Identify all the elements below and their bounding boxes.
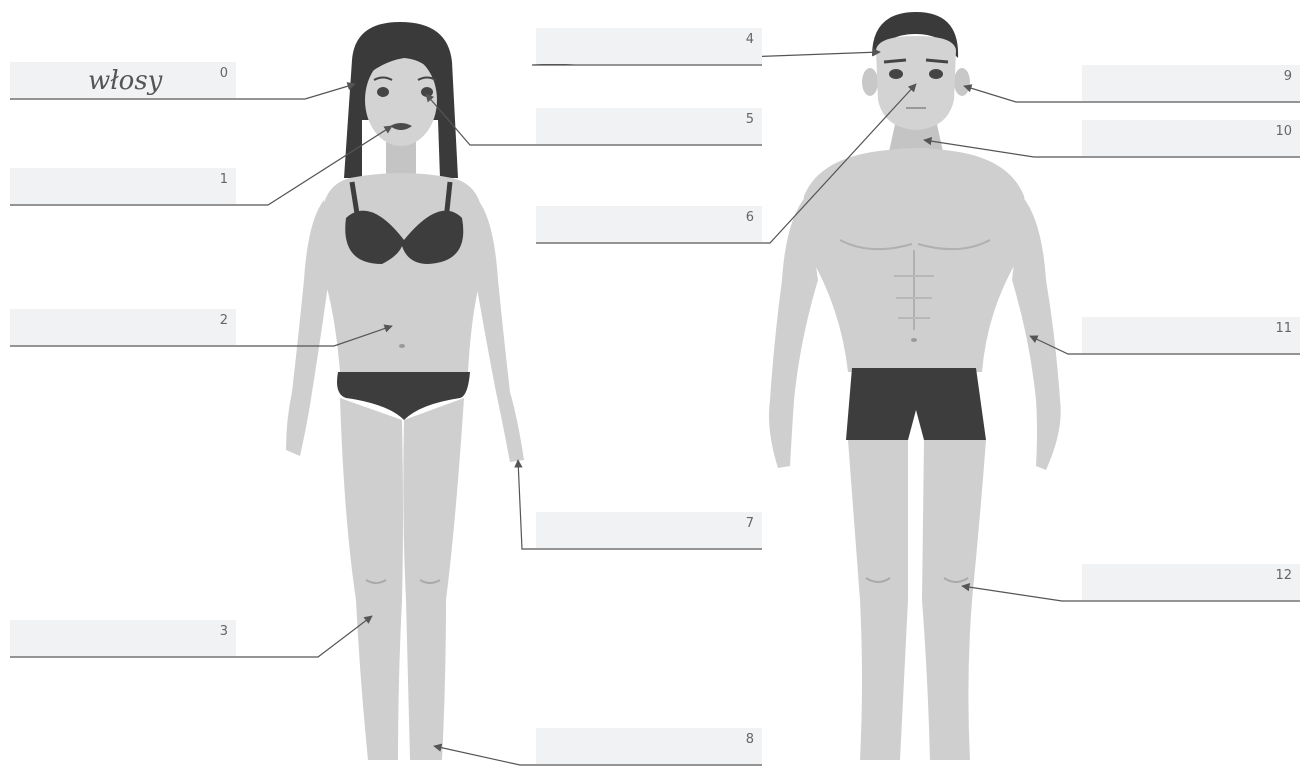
label-number-2: 2 xyxy=(220,313,228,328)
man-navel xyxy=(911,338,917,342)
label-field-4[interactable]: 4 xyxy=(536,28,762,64)
label-field-11[interactable]: 11 xyxy=(1082,317,1300,353)
label-field-3[interactable]: 3 xyxy=(10,620,236,656)
label-field-10[interactable]: 10 xyxy=(1082,120,1300,156)
man-right-leg xyxy=(922,440,986,760)
woman-torso xyxy=(318,173,486,372)
man-left-eye xyxy=(889,69,903,79)
label-field-5[interactable]: 5 xyxy=(536,108,762,144)
man-right-arm xyxy=(1012,196,1061,470)
man-figure xyxy=(769,12,1061,760)
label-number-6: 6 xyxy=(746,210,754,225)
label-number-9: 9 xyxy=(1284,69,1292,84)
label-field-1[interactable]: 1 xyxy=(10,168,236,204)
label-number-1: 1 xyxy=(220,172,228,187)
label-field-7[interactable]: 7 xyxy=(536,512,762,548)
woman-right-arm xyxy=(474,200,524,462)
label-number-10: 10 xyxy=(1275,124,1292,139)
label-field-8[interactable]: 8 xyxy=(536,728,762,764)
label-number-12: 12 xyxy=(1275,568,1292,583)
label-field-9[interactable]: 9 xyxy=(1082,65,1300,101)
label-number-7: 7 xyxy=(746,516,754,531)
man-shorts xyxy=(846,368,986,440)
woman-navel xyxy=(399,344,405,348)
man-left-ear xyxy=(862,68,878,96)
woman-left-arm xyxy=(286,200,330,456)
label-number-5: 5 xyxy=(746,112,754,127)
label-number-11: 11 xyxy=(1275,321,1292,336)
woman-left-eye xyxy=(377,87,389,97)
man-left-brow xyxy=(884,60,906,62)
woman-left-leg xyxy=(340,398,403,760)
label-number-3: 3 xyxy=(220,624,228,639)
label-field-12[interactable]: 12 xyxy=(1082,564,1300,600)
label-number-0: 0 xyxy=(220,66,228,81)
woman-right-leg xyxy=(403,398,464,760)
label-field-6[interactable]: 6 xyxy=(536,206,762,242)
man-left-leg xyxy=(848,440,908,760)
label-answer-0: włosy xyxy=(88,66,162,96)
man-face xyxy=(876,36,956,130)
man-right-brow xyxy=(926,60,948,62)
man-right-ear xyxy=(954,68,970,96)
label-number-4: 4 xyxy=(746,32,754,47)
woman-figure xyxy=(286,22,524,760)
leader-lines xyxy=(10,52,1300,765)
label-field-2[interactable]: 2 xyxy=(10,309,236,345)
label-field-0[interactable]: włosy 0 xyxy=(10,62,236,98)
label-number-8: 8 xyxy=(746,732,754,747)
man-right-eye xyxy=(929,69,943,79)
